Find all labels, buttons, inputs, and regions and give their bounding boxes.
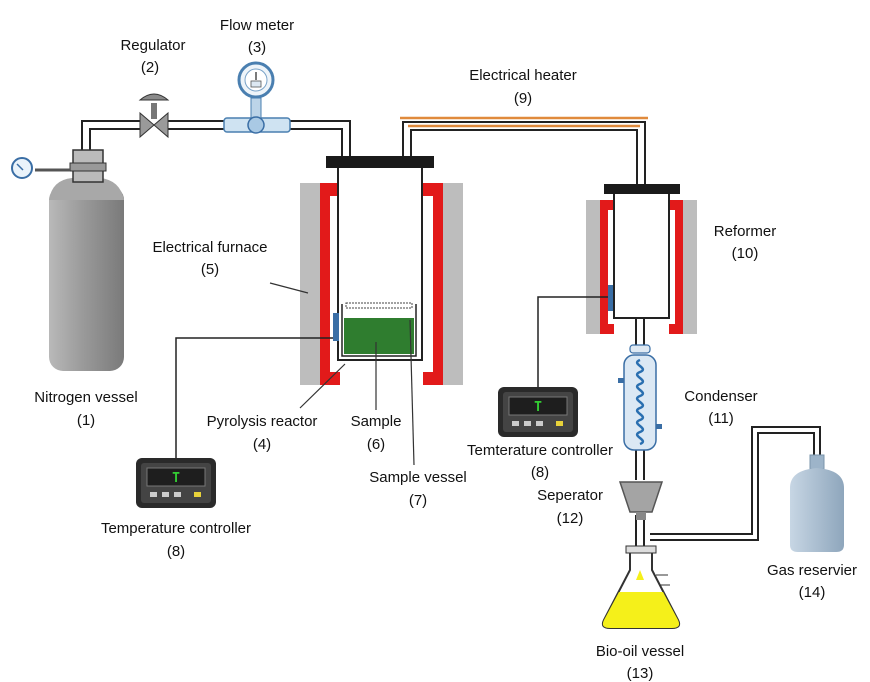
- labels: Regulator (2) Flow meter (3) Electrical …: [34, 17, 857, 682]
- controller-display-right: T: [534, 400, 542, 415]
- label-condenser: Condenser: [684, 388, 757, 405]
- label-bio-oil-vessel-num: (13): [627, 665, 654, 682]
- label-electrical-furnace: Electrical furnace: [152, 239, 267, 256]
- label-sample-vessel: Sample vessel: [369, 469, 467, 486]
- nitrogen-cylinder: [11, 149, 124, 371]
- electrical-furnace: [300, 183, 463, 385]
- label-temperature-controller-right-num: (8): [531, 464, 549, 481]
- label-electrical-furnace-num: (5): [201, 261, 219, 278]
- leader-lines: [269, 282, 415, 466]
- temperature-controller-left: T: [136, 458, 216, 508]
- label-sample-num: (6): [367, 436, 385, 453]
- controller-wires: [175, 296, 608, 458]
- label-regulator-num: (2): [141, 59, 159, 76]
- label-temperature-controller-left-num: (8): [167, 543, 185, 560]
- label-pyrolysis-reactor: Pyrolysis reactor: [207, 413, 318, 430]
- label-sample-vessel-num: (7): [409, 492, 427, 509]
- regulator-valve-icon: [138, 93, 170, 139]
- label-regulator: Regulator: [120, 37, 185, 54]
- pyrolysis-reactor: [326, 156, 434, 361]
- label-temperature-controller-right: Temterature controller: [467, 442, 613, 459]
- label-nitrogen-vessel: Nitrogen vessel: [34, 389, 137, 406]
- controller-display-left: T: [172, 471, 180, 486]
- bio-oil-flask-icon: [601, 545, 681, 629]
- label-electrical-heater: Electrical heater: [469, 67, 577, 84]
- sample-bed: [344, 318, 414, 354]
- label-flow-meter-num: (3): [248, 39, 266, 56]
- temperature-controller-right: T: [498, 387, 578, 437]
- label-pyrolysis-reactor-num: (4): [253, 436, 271, 453]
- flow-meter: [223, 61, 291, 134]
- label-reformer: Reformer: [714, 223, 777, 240]
- label-flow-meter: Flow meter: [220, 17, 294, 34]
- label-separator-num: (12): [557, 510, 584, 527]
- label-condenser-num: (11): [708, 410, 734, 427]
- condenser: [618, 344, 662, 451]
- separator-funnel-icon: [618, 481, 664, 520]
- label-reformer-num: (10): [732, 245, 759, 262]
- label-sample: Sample: [351, 413, 402, 430]
- label-gas-reservoir-num: (14): [799, 584, 826, 601]
- reformer: [586, 184, 697, 334]
- label-electrical-heater-num: (9): [514, 90, 532, 107]
- label-bio-oil-vessel: Bio-oil vessel: [596, 643, 684, 660]
- label-nitrogen-vessel-num: (1): [77, 412, 95, 429]
- label-separator: Seperator: [537, 487, 603, 504]
- gas-reservoir: [790, 454, 844, 552]
- electrical-heater-lines: [400, 116, 648, 128]
- label-temperature-controller-left: Temperature controller: [101, 520, 251, 537]
- condenser-coil-icon: [635, 358, 645, 446]
- label-gas-reservoir: Gas reservier: [767, 562, 857, 579]
